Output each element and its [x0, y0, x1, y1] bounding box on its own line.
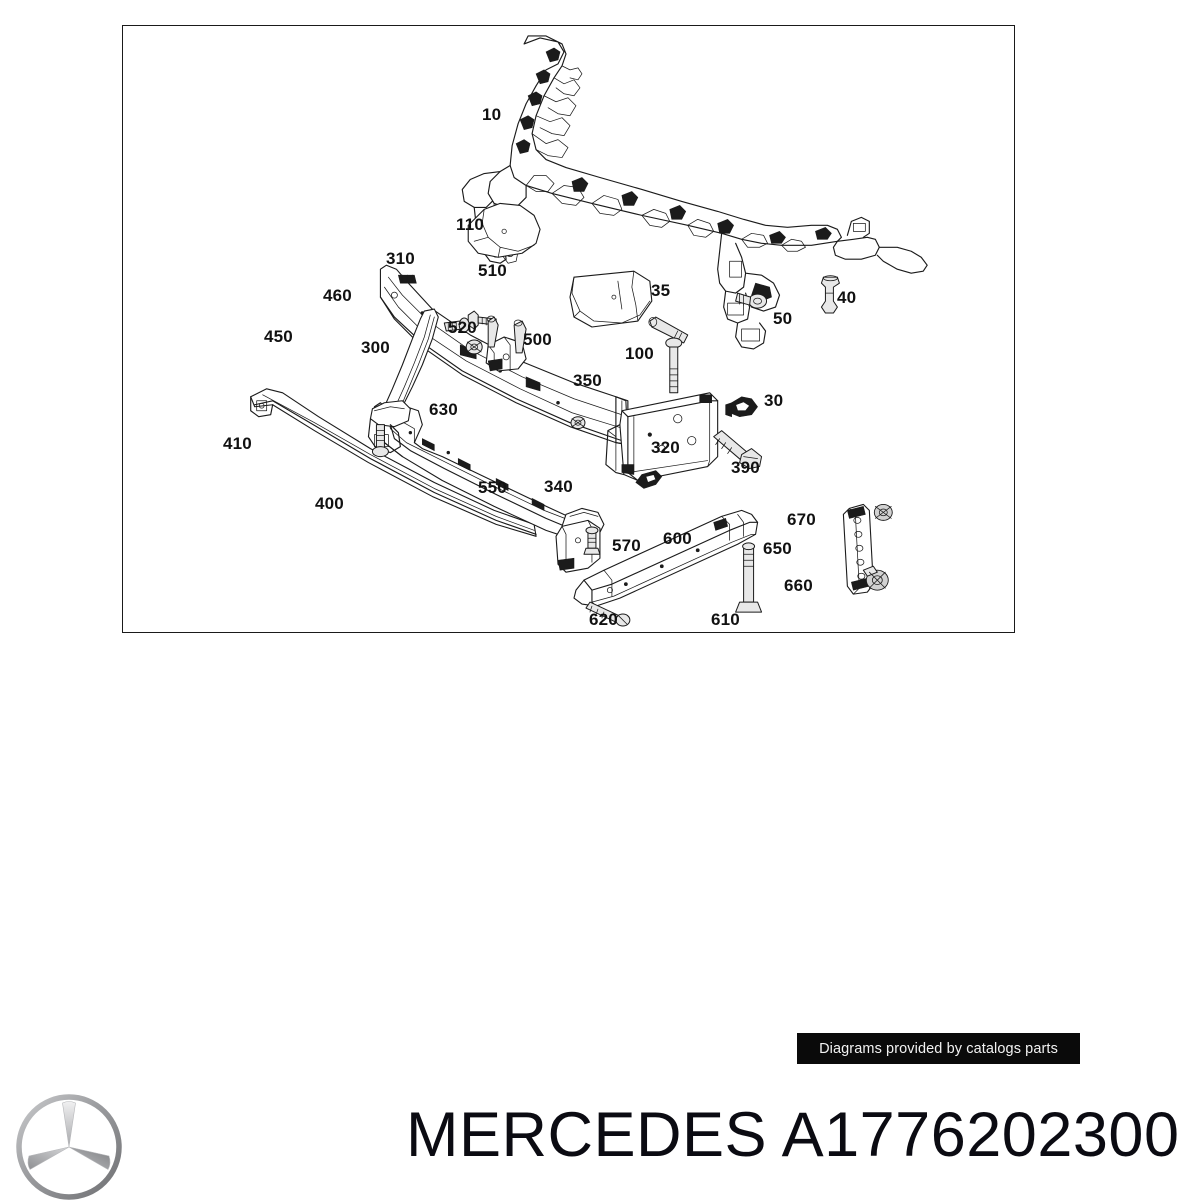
- callout-300: 300: [361, 338, 390, 357]
- callout-570: 570: [612, 536, 641, 555]
- callout-620: 620: [589, 610, 618, 629]
- part-40-push-rivet: [820, 275, 840, 314]
- callout-320: 320: [651, 438, 680, 457]
- callout-450: 450: [264, 327, 293, 346]
- callout-600: 600: [663, 529, 692, 548]
- callout-340: 340: [544, 477, 573, 496]
- part-350-long-bolt: [665, 337, 683, 394]
- part-340-clip: [635, 470, 663, 489]
- part-100-cover-panel: [569, 270, 653, 328]
- part-520-nut: [465, 339, 483, 355]
- callout-350: 350: [573, 371, 602, 390]
- callout-610: 610: [711, 610, 740, 629]
- callout-550: 550: [478, 478, 507, 497]
- brand-footer: [0, 1092, 1200, 1200]
- part-390-hex-bolt: [713, 430, 763, 470]
- part-110-upper-cover: [467, 202, 541, 258]
- callout-390: 390: [731, 458, 760, 477]
- part-620-bolt: [585, 601, 631, 627]
- callout-520: 520: [448, 318, 477, 337]
- parts-diagram-illustration: [250, 35, 928, 627]
- part-10-upper-crossmember: [461, 35, 928, 350]
- callout-110: 110: [456, 215, 485, 234]
- callout-670: 670: [787, 510, 816, 529]
- part-310-clip: [397, 274, 417, 284]
- callout-400: 400: [315, 494, 344, 513]
- part-460-bolt: [443, 317, 470, 333]
- part-320-mounting-bracket: [605, 392, 719, 482]
- callout-500: 500: [523, 330, 552, 349]
- parts-diagram-frame: 10 110 310 510 35 40 460 50 450 520 500 …: [122, 25, 1015, 633]
- part-660-washer-nut: [862, 565, 889, 591]
- callout-310: 310: [386, 249, 415, 268]
- part-610-long-bolt: [735, 542, 763, 613]
- part-50-collar-bolt: [735, 292, 768, 309]
- mercedes-benz-star-logo: [16, 1094, 122, 1200]
- page-title: MERCEDES A1776202300: [406, 1100, 1180, 1170]
- callout-660: 660: [784, 576, 813, 595]
- part-670-nut: [873, 503, 893, 521]
- callout-510: 510: [478, 261, 507, 280]
- part-30-spring-clip: [725, 396, 758, 418]
- part-410-bolt: [371, 424, 389, 458]
- callout-650: 650: [763, 539, 792, 558]
- part-500-support-bracket: [485, 315, 527, 372]
- part-630-nut: [570, 416, 586, 430]
- part-570-bolt: [583, 526, 601, 555]
- part-600-side-rail: [573, 509, 759, 607]
- callout-50: 50: [773, 309, 793, 328]
- callout-410: 410: [223, 434, 252, 453]
- callout-10: 10: [482, 105, 502, 124]
- callout-630: 630: [429, 400, 458, 419]
- callout-35: 35: [651, 281, 671, 300]
- callout-460: 460: [323, 286, 352, 305]
- callout-30: 30: [764, 391, 784, 410]
- callout-100: 100: [625, 344, 654, 363]
- watermark-banner: Diagrams provided by catalogs parts: [797, 1033, 1080, 1064]
- callout-40: 40: [837, 288, 857, 307]
- part-400-lower-rail: [250, 388, 537, 537]
